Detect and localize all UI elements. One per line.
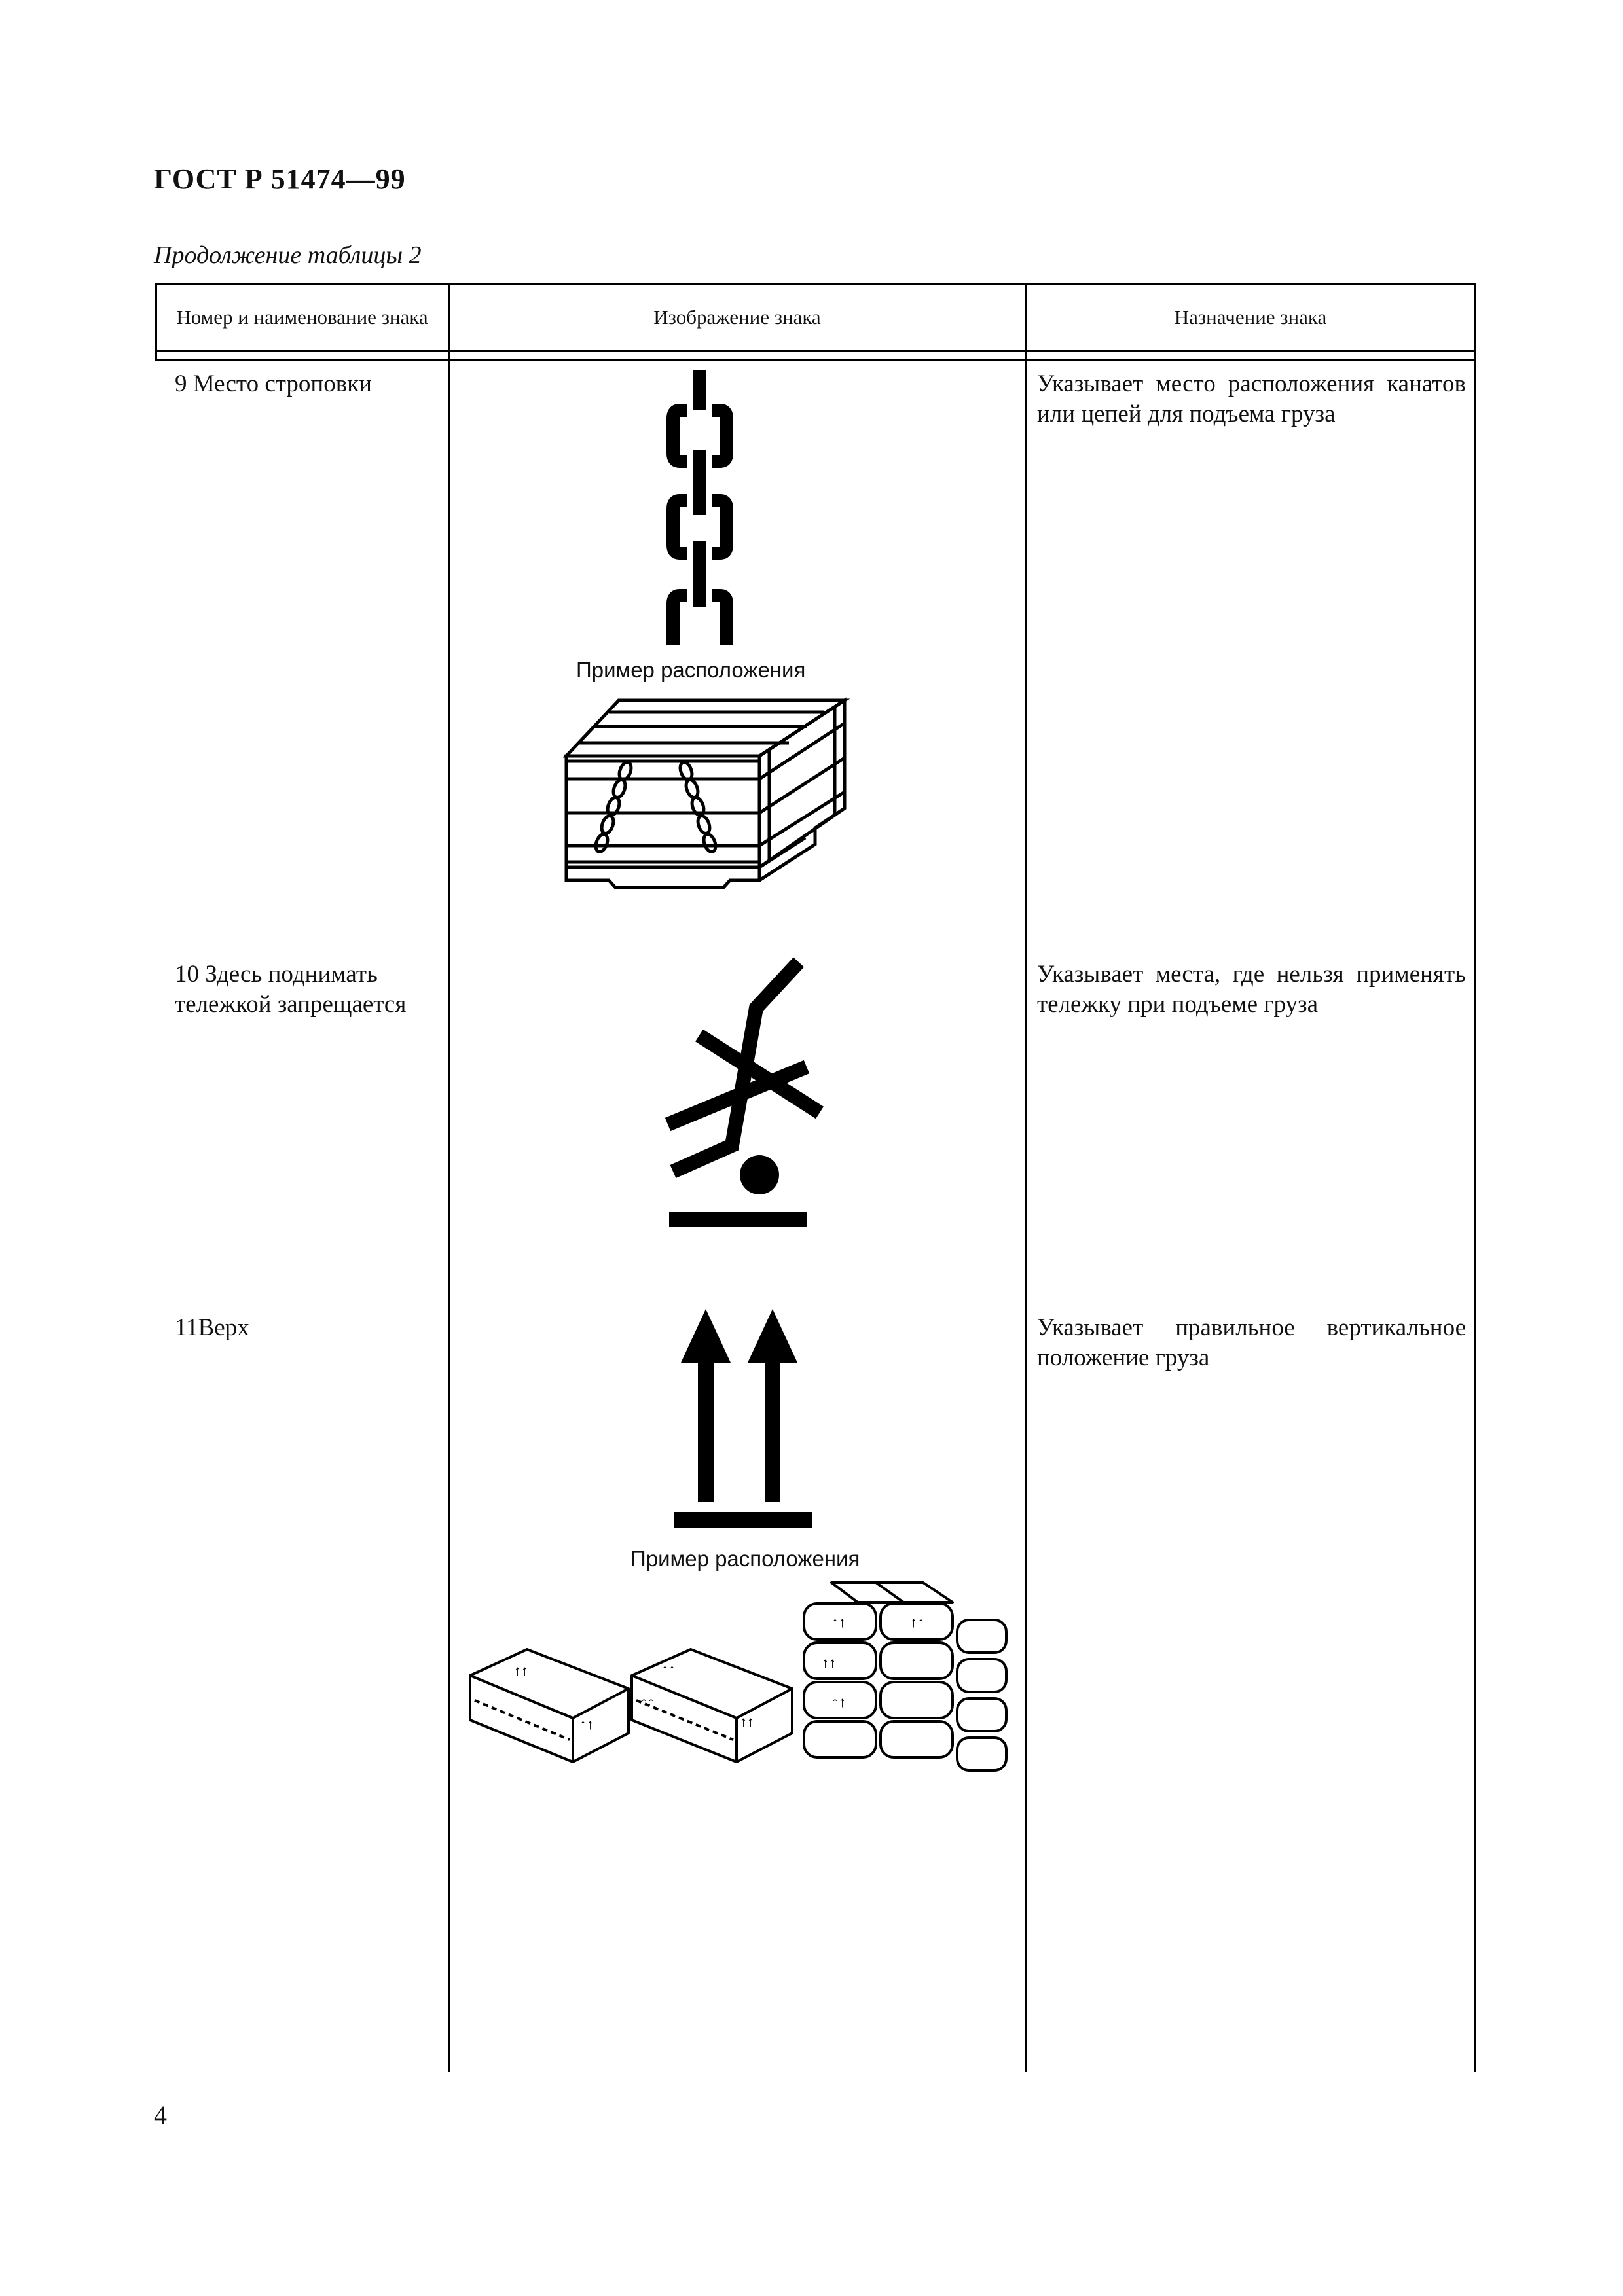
this-way-up-icon xyxy=(674,1309,812,1528)
page-number: 4 xyxy=(154,2100,167,2130)
no-hand-truck-icon xyxy=(665,957,824,1227)
column-header-purpose: Назначение знака xyxy=(1174,305,1327,329)
example-label-9: Пример расположения xyxy=(576,658,806,682)
example-label-11: Пример расположения xyxy=(630,1547,860,1571)
table-header-divider-2 xyxy=(155,359,1476,361)
crate-with-chains-icon xyxy=(563,697,850,889)
svg-text:↑↑: ↑↑ xyxy=(822,1655,836,1671)
svg-text:↑↑: ↑↑ xyxy=(910,1614,924,1630)
sign-name-10: 10 Здесь поднимать тележкой запрещается xyxy=(175,961,407,1018)
column-divider-2 xyxy=(1025,283,1027,2072)
svg-text:↑↑: ↑↑ xyxy=(831,1614,846,1630)
column-header-name: Номер и наименование знака xyxy=(176,305,428,329)
column-header-image: Изображение знака xyxy=(653,305,821,329)
table-header-divider xyxy=(155,350,1476,352)
table-top-border xyxy=(155,283,1476,285)
sign-name-11: 11Верх xyxy=(175,1314,249,1341)
svg-text:↑↑: ↑↑ xyxy=(740,1713,754,1730)
svg-text:↑↑: ↑↑ xyxy=(831,1694,846,1710)
svg-text:↑↑: ↑↑ xyxy=(579,1716,594,1732)
table-left-border xyxy=(155,283,157,360)
table-caption: Продолжение таблицы 2 xyxy=(154,242,422,269)
table-right-border xyxy=(1474,283,1476,2072)
doc-code: ГОСТ Р 51474—99 xyxy=(154,163,406,195)
sign-purpose-9: Указывает место расположения канатов или… xyxy=(1037,370,1466,428)
sign-name-9: 9 Место строповки xyxy=(175,370,372,397)
chain-icon xyxy=(666,370,733,645)
sign-purpose-11: Указывает правильное вертикальное положе… xyxy=(1037,1314,1466,1372)
sign-purpose-10: Указывает места, где нельзя применять те… xyxy=(1037,961,1466,1018)
packages-example-icon: ↑↑ ↑↑ ↑↑ ↑↑ ↑↑ ↑↑ ↑↑ ↑↑ ↑↑ xyxy=(469,1581,1008,1772)
svg-text:↑↑: ↑↑ xyxy=(514,1662,528,1679)
svg-text:↑↑: ↑↑ xyxy=(640,1694,655,1710)
column-divider-1 xyxy=(448,283,450,2072)
svg-text:↑↑: ↑↑ xyxy=(661,1661,676,1677)
